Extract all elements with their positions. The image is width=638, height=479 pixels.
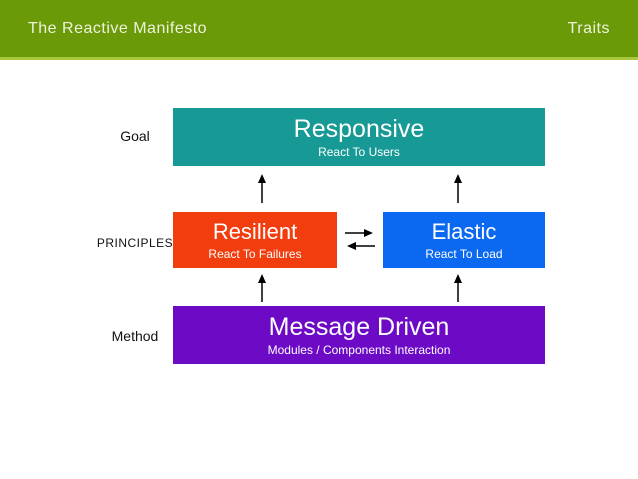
principles-label: PRINCIPLES [96, 236, 174, 250]
method-label: Method [111, 328, 159, 344]
responsive-box: Responsive React To Users [173, 108, 545, 166]
slide-title: The Reactive Manifesto [28, 19, 208, 37]
elastic-title: Elastic [431, 219, 497, 245]
header-bar: The Reactive Manifesto Traits [0, 0, 638, 57]
message-driven-subtitle: Modules / Components Interaction [267, 343, 451, 358]
message-driven-box: Message Driven Modules / Components Inte… [173, 306, 545, 364]
resilient-box: Resilient React To Failures [173, 212, 337, 268]
elastic-box: Elastic React To Load [383, 212, 545, 268]
message-driven-title: Message Driven [268, 312, 450, 341]
resilient-subtitle: React To Failures [208, 246, 302, 261]
resilient-title: Resilient [212, 219, 298, 245]
responsive-title: Responsive [293, 114, 425, 143]
header-traits-label: Traits [567, 19, 610, 37]
goal-label: Goal [120, 128, 150, 144]
responsive-subtitle: React To Users [318, 145, 400, 160]
elastic-subtitle: React To Load [425, 246, 503, 261]
header-accent-strip [0, 57, 638, 60]
